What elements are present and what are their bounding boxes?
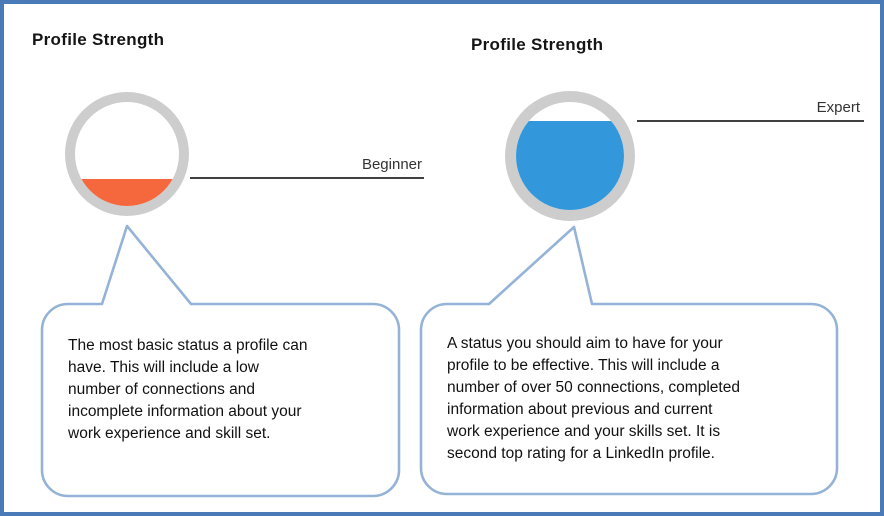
expert-description: A status you should aim to have for your… <box>447 333 847 465</box>
beginner-gauge-icon <box>65 92 189 216</box>
expert-gauge-well <box>516 102 624 210</box>
beginner-callout-outline <box>40 224 401 498</box>
beginner-gauge-well <box>75 102 179 206</box>
beginner-connector-line <box>190 177 424 179</box>
beginner-description-line: incomplete information about your <box>68 403 302 420</box>
profile-strength-title-beginner: Profile Strength <box>32 30 165 49</box>
expert-description-line: profile to be effective. This will inclu… <box>447 357 720 374</box>
beginner-callout-bubble <box>40 224 401 498</box>
expert-description-line: work experience and your skills set. It … <box>447 423 721 440</box>
expert-gauge-icon <box>505 91 635 221</box>
expert-description-line: second top rating for a LinkedIn profile… <box>447 445 715 462</box>
beginner-description-line: The most basic status a profile can <box>68 337 308 354</box>
expert-callout-bubble <box>419 225 839 496</box>
expert-callout-outline <box>419 225 839 496</box>
beginner-description: The most basic status a profile can have… <box>68 335 403 445</box>
beginner-gauge-fill <box>75 178 179 206</box>
expert-connector-line <box>637 120 864 122</box>
beginner-level-label: Beginner <box>361 156 422 173</box>
expert-level-label: Expert <box>816 99 860 116</box>
expert-description-line: A status you should aim to have for your <box>447 335 723 352</box>
expert-gauge-fill <box>516 121 624 210</box>
beginner-description-line: number of connections and <box>68 381 255 398</box>
beginner-description-line: have. This will include a low <box>68 359 259 376</box>
profile-strength-title-expert: Profile Strength <box>471 35 604 54</box>
expert-description-line: number of over 50 connections, completed <box>447 379 740 396</box>
expert-description-line: information about previous and current <box>447 401 713 418</box>
beginner-description-line: work experience and skill set. <box>68 425 271 442</box>
